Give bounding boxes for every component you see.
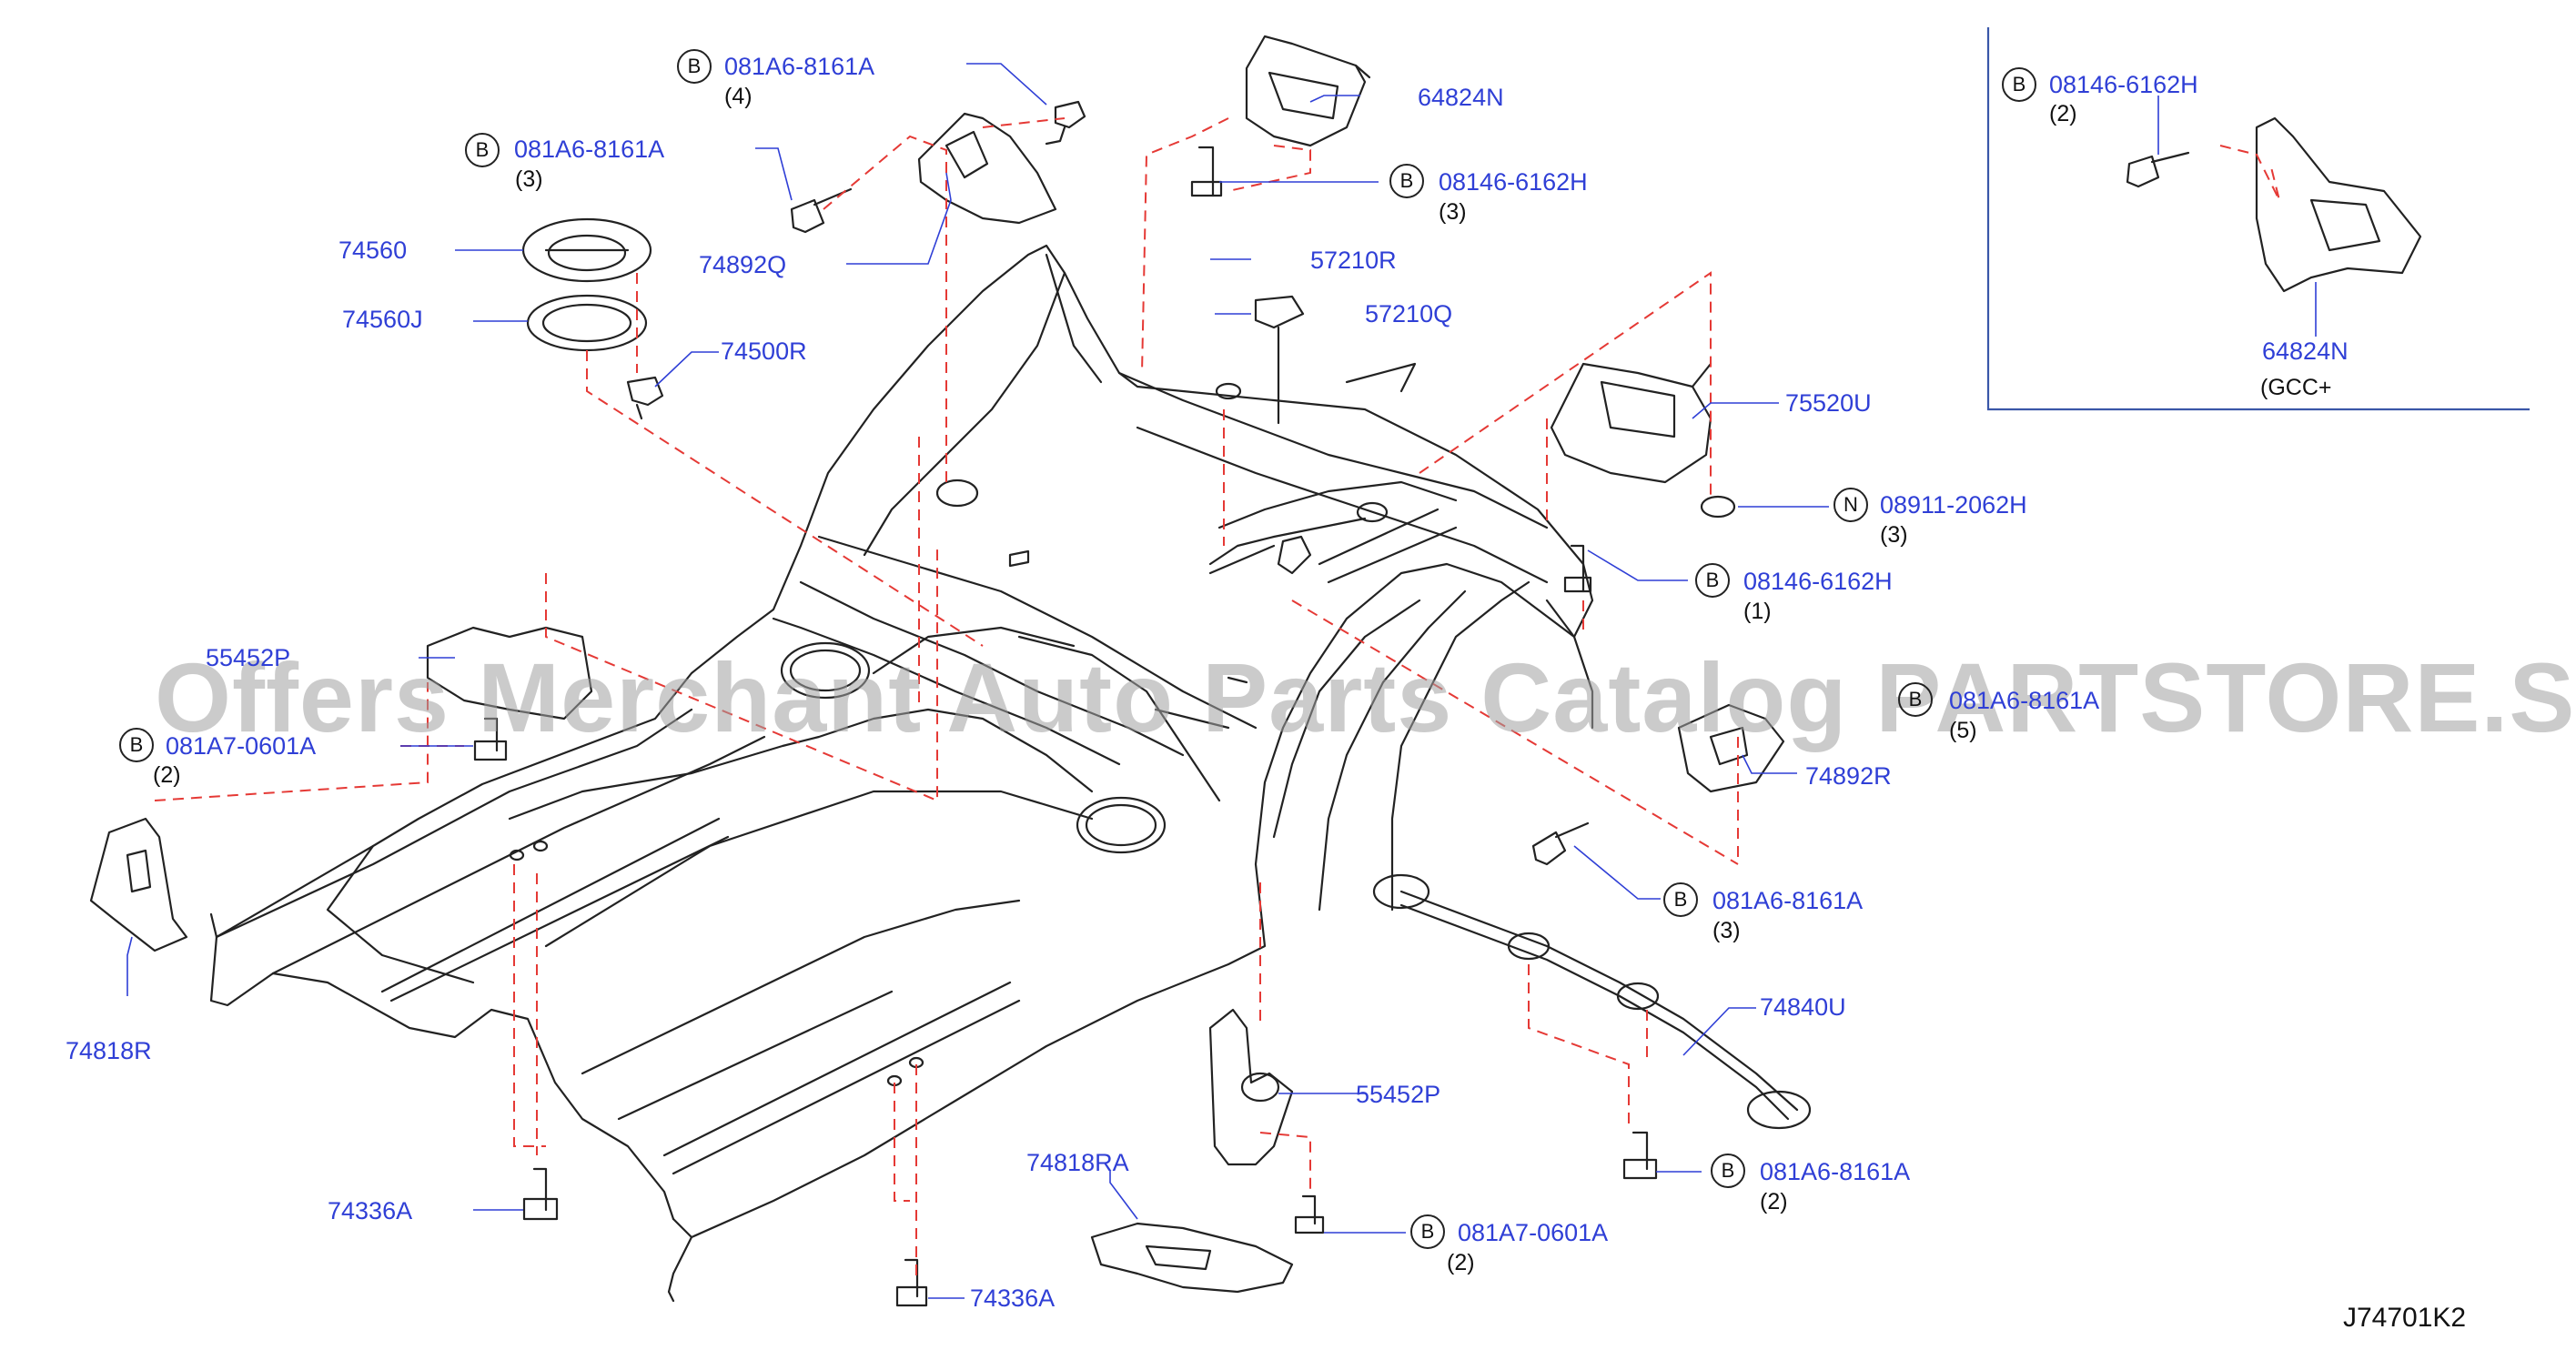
callout-74818R[interactable]: 74818R [66,1037,152,1064]
bracket-74892R-drawing [1677,703,1785,793]
bracket-74892Q-drawing [917,112,1057,225]
callout-08146-6162H[interactable]: 08146-6162H [2049,71,2198,98]
washer-08911-drawing [1700,495,1736,519]
callout-081A6-8161A[interactable]: 081A6-8161A [1712,887,1864,914]
bolt-icon [895,1258,928,1307]
callout-74336A[interactable]: 74336A [970,1285,1056,1312]
bracket-74818RA-drawing [1090,1222,1294,1294]
callout-qty: (2) [1447,1250,1475,1275]
callout-08911-2062H[interactable]: 08911-2062H [1880,491,2027,519]
callout-75520U[interactable]: 75520U [1785,389,1872,417]
callout-081A6-8161A[interactable]: 081A6-8161A [724,53,875,80]
callout-qty: (2) [1760,1189,1788,1214]
callout-55452P[interactable]: 55452P [206,644,291,671]
callout-081A6-8161A[interactable]: 081A6-8161A [514,136,665,163]
bolt-icon [790,187,853,234]
bolt-icon [1045,100,1086,146]
bolt-icon [1294,1194,1325,1234]
bolt-badge: B [1389,164,1424,198]
callout-74560[interactable]: 74560 [338,237,408,264]
callout-qty: (5) [1949,718,1977,743]
callout-qty: (2) [153,762,181,788]
leader-lines [126,63,2317,1299]
bolt-badge: B [1410,1214,1445,1249]
callout-57210R[interactable]: 57210R [1310,247,1397,274]
callout-08146-6162H[interactable]: 08146-6162H [1439,168,1588,196]
assembly-lines [154,117,2280,1283]
bolt-badge: B [1663,882,1698,917]
nut-badge: N [1834,488,1868,522]
callout-qty: (4) [724,84,753,109]
callout-64824N[interactable]: 64824N [1418,84,1504,111]
callout-74818RA[interactable]: 74818RA [1026,1149,1129,1176]
callout-081A7-0601A[interactable]: 081A7-0601A [1458,1219,1609,1246]
inset-note: (GCC+ [2260,375,2332,400]
bracket-74818R-drawing [89,817,188,952]
bracket-64824N-drawing [1245,35,1371,147]
bolt-icon [1531,821,1590,866]
bolt-badge: B [119,728,154,762]
diagram-reference: J74701K2 [2343,1303,2467,1333]
bolt-badge: B [1695,563,1730,598]
callout-081A7-0601A[interactable]: 081A7-0601A [166,732,317,760]
bolt-badge: B [1711,1154,1745,1188]
bolt-icon [1563,544,1592,593]
bolt-icon [1622,1131,1658,1180]
rear-floor-panel-drawing [209,244,1594,1303]
bolt-badge: B [2002,67,2036,102]
callout-081A6-8161A[interactable]: 081A6-8161A [1760,1158,1911,1185]
bolt-icon [473,717,508,761]
bracket-55452P-upper-drawing [426,626,593,720]
grommet-74560-drawing [521,217,652,283]
callout-64824N[interactable]: 64824N [2262,338,2349,365]
bracket-55452P-drawing [1208,1008,1294,1166]
callout-qty: (2) [2049,101,2077,126]
bolt-icon [1190,146,1223,197]
bolt-icon [2126,151,2190,188]
grommet-74560J-drawing [526,294,648,352]
callout-qty: (1) [1743,599,1772,624]
callout-74560J[interactable]: 74560J [342,306,423,333]
callout-08146-6162H[interactable]: 08146-6162H [1743,568,1893,595]
bolt-badge: B [677,49,712,84]
inset-frame [1986,27,2530,411]
clip-74500R-drawing [626,376,664,420]
callout-qty: (3) [515,166,543,192]
callout-74892R[interactable]: 74892R [1805,762,1892,790]
callout-qty: (3) [1880,522,1908,548]
callout-74336A[interactable]: 74336A [328,1197,413,1224]
bolt-badge: B [465,133,500,167]
callout-qty: (3) [1712,918,1741,943]
callout-74840U[interactable]: 74840U [1760,993,1846,1021]
callout-qty: (3) [1439,199,1467,225]
callout-55452P[interactable]: 55452P [1356,1081,1441,1108]
inset-bracket-64824N-drawing [2255,116,2422,293]
bolt-badge: B [1898,682,1933,717]
callout-74892Q[interactable]: 74892Q [699,251,787,278]
callout-081A6-8161A[interactable]: 081A6-8161A [1949,687,2100,714]
callout-74500R[interactable]: 74500R [721,338,807,365]
rod-74840U-drawing [1372,873,1812,1130]
callout-57210Q[interactable]: 57210Q [1365,300,1453,327]
grommet-icon [1254,295,1305,425]
bracket-75520U-drawing [1550,362,1712,484]
bolt-icon [522,1167,559,1221]
